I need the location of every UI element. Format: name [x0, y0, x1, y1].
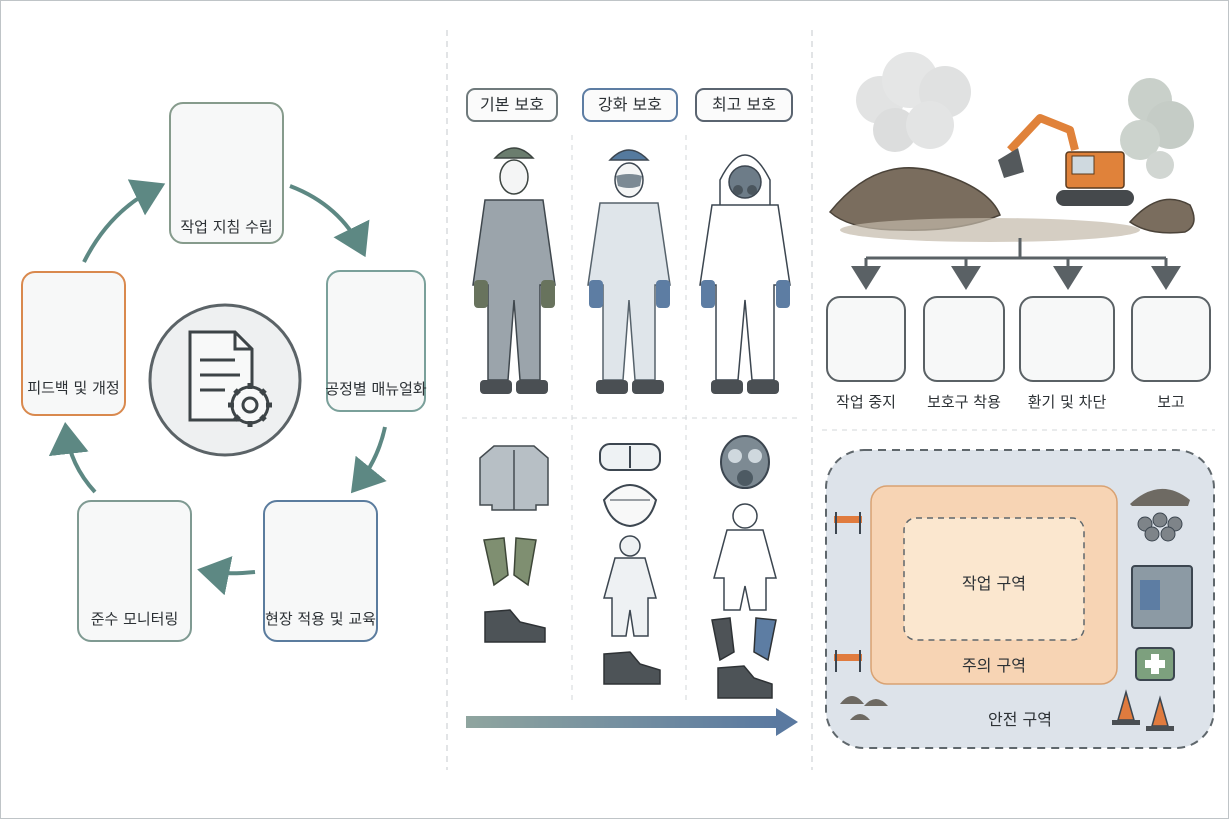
barrier-icon — [834, 512, 862, 672]
jacket-icon — [479, 445, 549, 511]
soil-pile-icon — [828, 167, 1195, 242]
cycle-arrow-5 — [82, 179, 166, 263]
step-card-monitoring: 준수 모니터링 — [77, 500, 192, 642]
ppe-level-basic: 기본 보호 — [466, 88, 558, 122]
respirator-icon — [720, 435, 770, 489]
gloves-green-icon — [483, 537, 537, 587]
progression-bar — [466, 716, 776, 728]
step-card-education: 현장 적용 및 교육 — [263, 500, 378, 642]
cycle-arrow-3 — [197, 556, 256, 596]
goggles-icon — [599, 443, 661, 471]
action-card-ventilation — [1019, 296, 1115, 382]
progression-arrowhead — [776, 708, 798, 736]
step-label-monitoring: 준수 모니터링 — [90, 610, 179, 628]
zone-work-label: 작업 구역 — [962, 574, 1026, 593]
dust-mask-icon — [602, 484, 658, 528]
ppe-level-maximum: 최고 보호 — [695, 88, 793, 122]
step-label-manual: 공정별 매뉴얼화 — [325, 380, 427, 398]
ppe-level-enhanced: 강화 보호 — [582, 88, 678, 122]
action-card-ppe — [923, 296, 1005, 382]
action-label-ventilation: 환기 및 차단 — [1027, 393, 1107, 411]
cycle-arrow-2 — [350, 426, 387, 494]
coverall-light-icon — [603, 535, 657, 637]
rubble-icon — [840, 488, 1190, 720]
step-label-guidelines: 작업 지침 수립 — [180, 218, 273, 236]
excavator-icon — [998, 114, 1134, 206]
action-card-stop — [826, 296, 906, 382]
action-label-report: 보고 — [1157, 393, 1185, 411]
dust-cloud-left — [856, 52, 971, 152]
shoe-maximum-icon — [717, 665, 773, 699]
first-aid-icon — [1135, 647, 1175, 681]
worker-enhanced-icon — [587, 149, 671, 394]
action-label-ppe: 보호구 착용 — [927, 393, 1001, 411]
response-tree-connectors — [851, 238, 1181, 290]
step-card-feedback: 피드백 및 개정 — [21, 271, 126, 416]
gloves-mixed-icon — [711, 617, 777, 662]
worker-basic-icon — [472, 147, 556, 394]
zone-caution-label: 주의 구역 — [962, 656, 1026, 675]
action-card-report — [1131, 296, 1211, 382]
shoe-basic-icon — [484, 609, 546, 643]
step-card-guidelines: 작업 지침 수립 — [169, 102, 284, 244]
worker-maximum-icon — [699, 154, 791, 394]
step-label-education: 현장 적용 및 교육 — [265, 610, 376, 628]
action-label-stop: 작업 중지 — [836, 393, 896, 411]
hazmat-suit-icon — [713, 503, 777, 611]
zone-work — [903, 517, 1085, 641]
cabinet-icon — [1131, 565, 1193, 629]
dust-cloud-right — [1120, 78, 1194, 179]
step-card-manual: 공정별 매뉴얼화 — [325, 270, 427, 412]
cycle-arrow-1 — [289, 184, 370, 258]
traffic-cone-icon — [1112, 689, 1174, 731]
cycle-arrow-4 — [48, 422, 97, 494]
zone-safe-label: 안전 구역 — [988, 710, 1052, 729]
shoe-enhanced-icon — [603, 651, 661, 685]
step-label-feedback: 피드백 및 개정 — [27, 379, 120, 397]
document-gear-icon — [188, 330, 272, 427]
